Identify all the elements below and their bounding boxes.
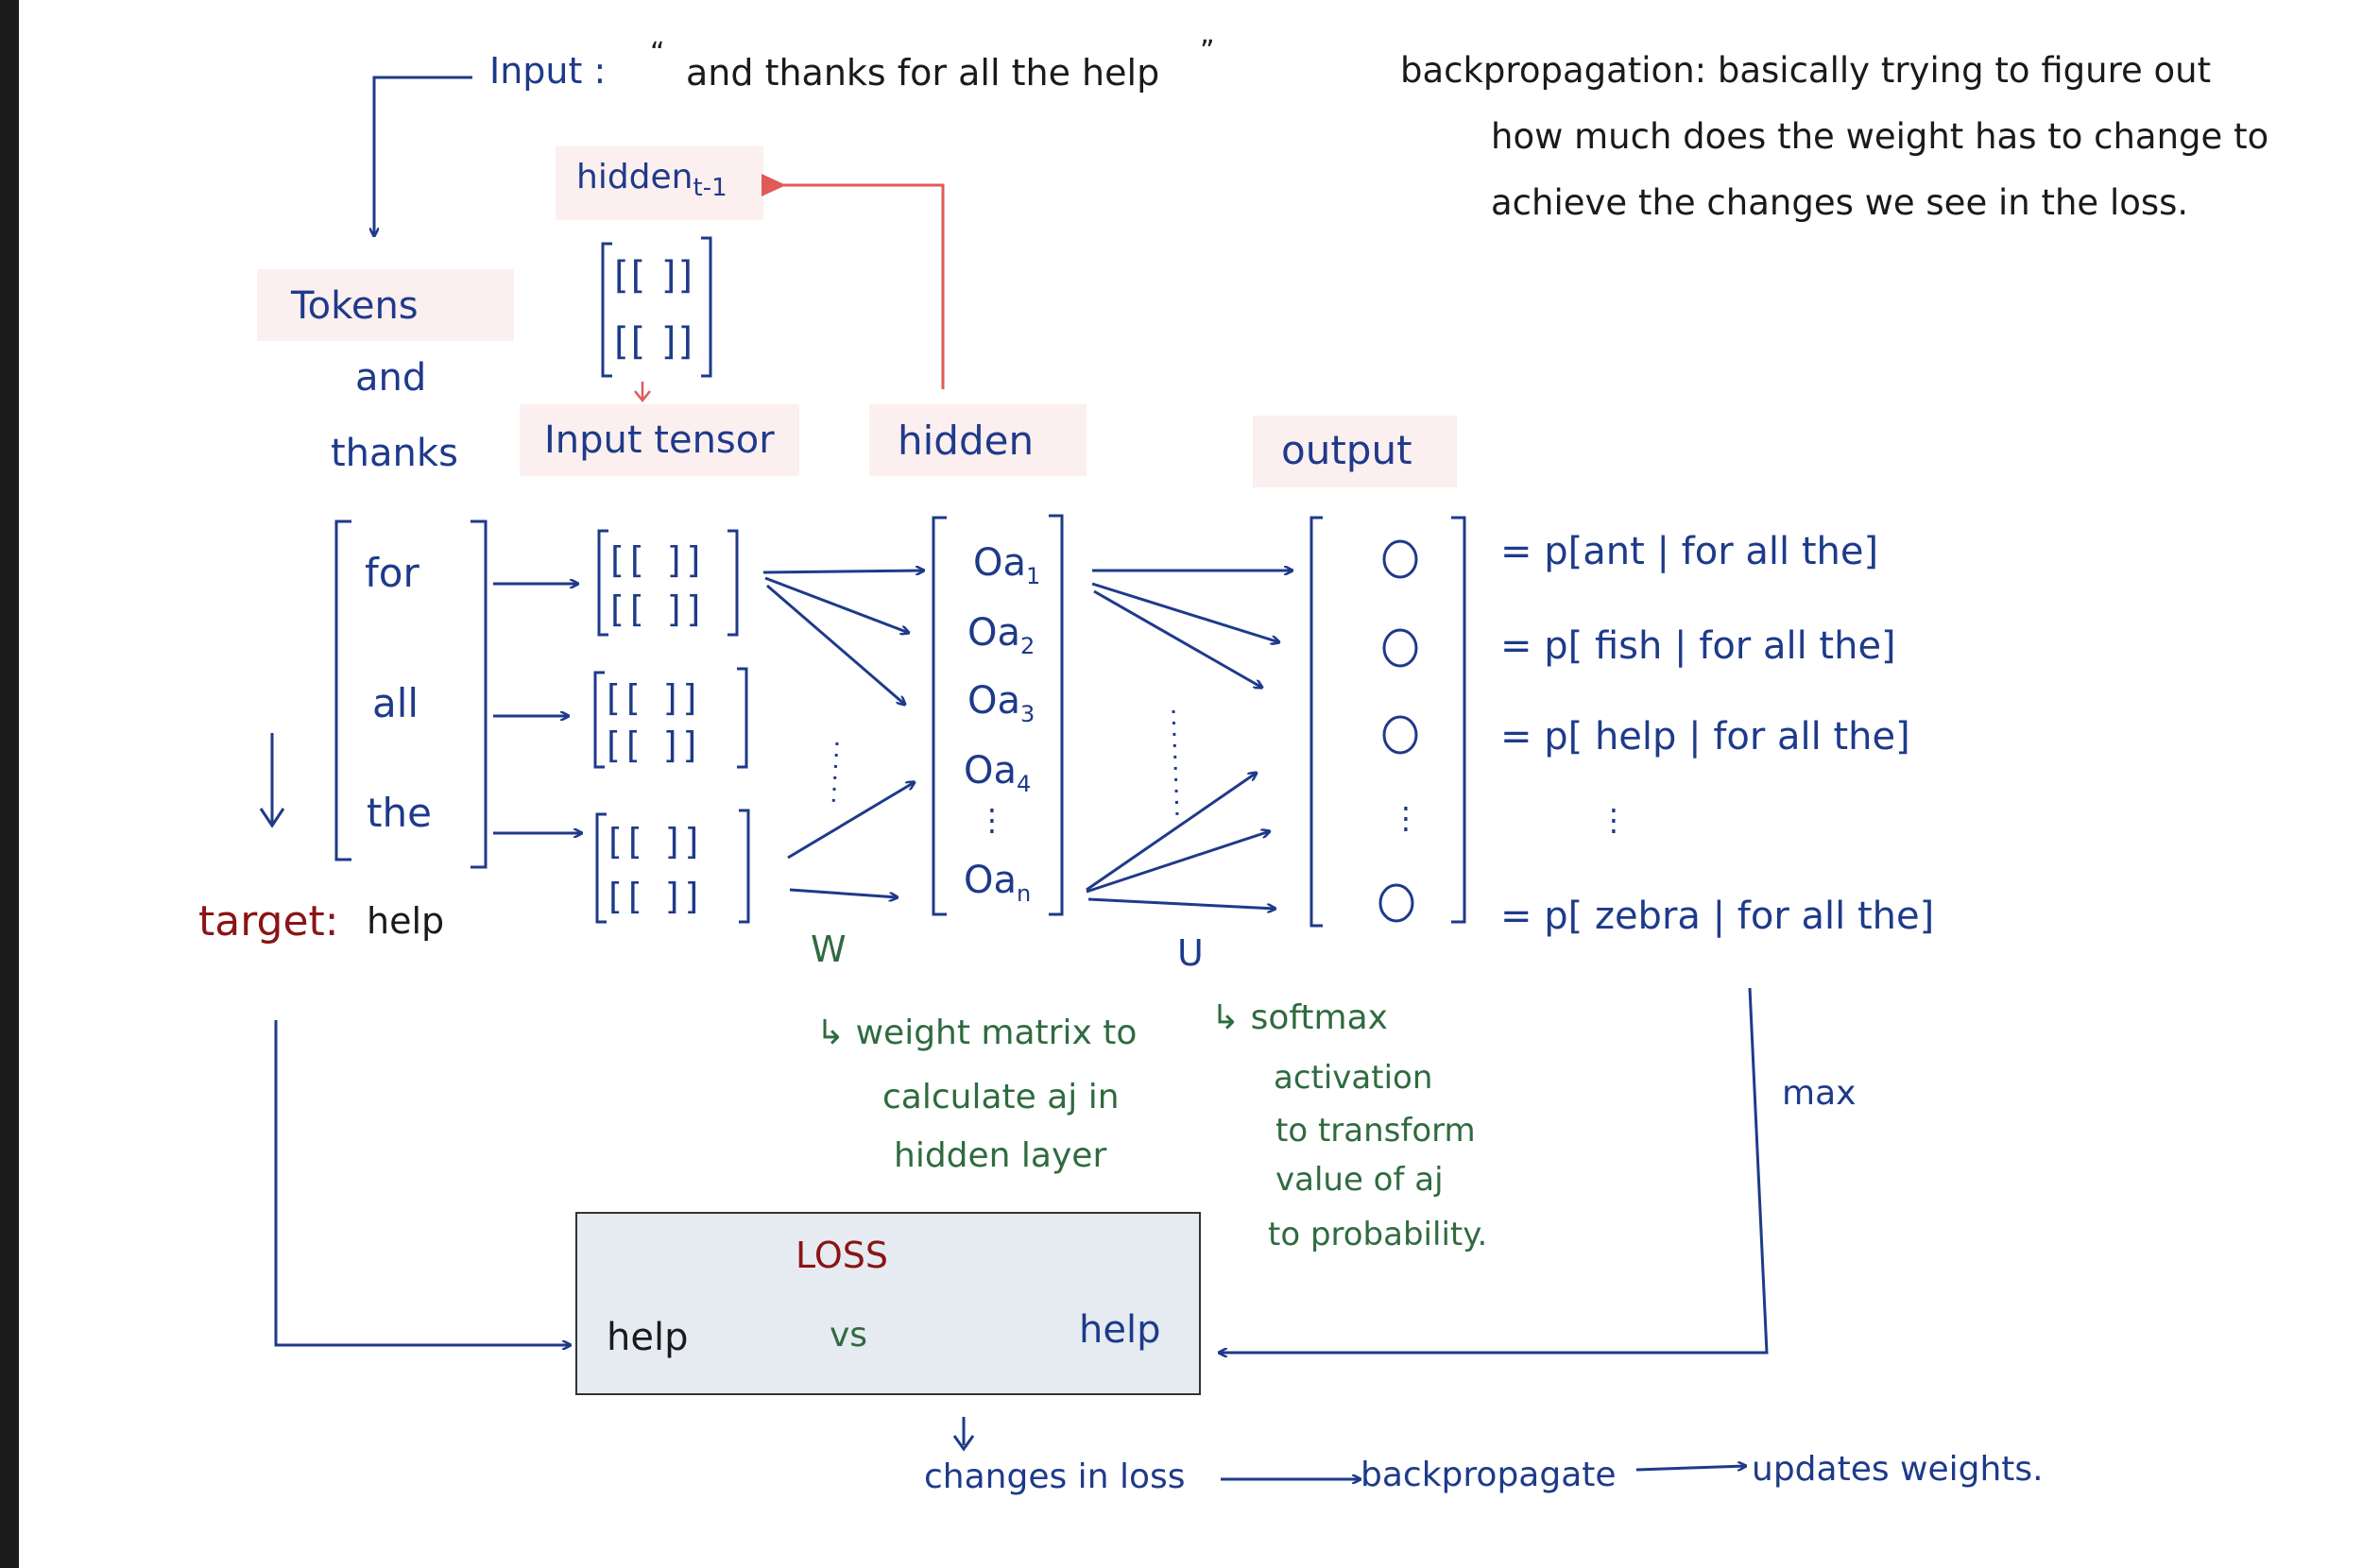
loss-down-arrow	[952, 1417, 975, 1452]
hidden-unit-a3: Oa3	[967, 679, 1035, 727]
token-all: all	[372, 680, 419, 726]
loss-right: help	[1079, 1308, 1161, 1352]
w-label: W	[811, 929, 847, 970]
input-tensor-header: Input tensor	[544, 418, 775, 462]
tensor-all-row-1: [[ ]]	[607, 677, 703, 719]
token-window-bracket	[334, 520, 488, 869]
max-to-loss-arrow	[1219, 987, 1769, 1353]
input-quote-close: ”	[1200, 35, 1215, 68]
hidden-header: hidden	[898, 418, 1035, 464]
tensor-for-row-1: [[ ]]	[610, 539, 707, 581]
hidden-prev-matrix	[601, 236, 712, 378]
output-vdots: ⋮	[1391, 800, 1421, 836]
tensor-for-row-2: [[ ]]	[610, 588, 707, 630]
u-note-line-3: to transform	[1275, 1112, 1476, 1150]
tensor-brackets	[593, 529, 750, 924]
w-arrows	[762, 571, 924, 897]
hidden-unit-an: Oan	[964, 859, 1032, 907]
max-label: max	[1782, 1074, 1857, 1113]
changes-in-loss: changes in loss	[924, 1457, 1186, 1496]
tensor-the-row-2: [[ ]]	[608, 876, 705, 917]
loss-title: LOSS	[796, 1235, 888, 1276]
hidden-highlight	[869, 404, 1087, 476]
input-sentence: and thanks for all the help	[686, 52, 1160, 94]
note-line-2: how much does the weight has to change t…	[1491, 116, 2269, 157]
note-line-1: backpropagation: basically trying to fig…	[1400, 50, 2212, 91]
hidden-prev-header: hiddent-1	[576, 158, 727, 203]
token-and: and	[355, 356, 427, 400]
target-label: target:	[198, 897, 339, 946]
hidden-layer-bracket	[932, 514, 1064, 916]
hidden-prev-row-2: [[ ]]	[614, 320, 695, 364]
loss-vs: vs	[830, 1316, 868, 1355]
u-arrows	[1086, 571, 1292, 909]
u-note-line-4: value of aj	[1275, 1161, 1444, 1199]
hidden-prev-row-1: [[ ]]	[614, 254, 695, 298]
tokens-header: Tokens	[291, 284, 419, 328]
diagram-canvas: Input : “ and thanks for all the help ” …	[19, 0, 2379, 1568]
input-quote-open: “	[650, 37, 665, 70]
flow-arrow-2	[1635, 1466, 1746, 1472]
output-highlight	[1253, 416, 1457, 487]
w-note-line-3: hidden layer	[894, 1136, 1107, 1175]
token-to-tensor-arrows	[493, 584, 582, 833]
input-label: Input :	[489, 50, 607, 92]
tokens-highlight	[257, 269, 514, 341]
u-note-line-2: activation	[1274, 1059, 1433, 1097]
w-dots	[831, 741, 839, 806]
token-down-arrow	[259, 733, 285, 828]
output-neurons	[1378, 539, 1418, 923]
note-line-3: achieve the changes we see in the loss.	[1491, 182, 2189, 223]
output-prob-ant: = p[ant | for all the]	[1500, 530, 1879, 573]
tensor-the-row-1: [[ ]]	[608, 821, 705, 862]
output-layer-bracket	[1309, 516, 1466, 928]
loss-box	[575, 1212, 1201, 1395]
hidden-unit-a2: Oa2	[967, 611, 1035, 659]
u-note-line-5: to probability.	[1268, 1216, 1488, 1253]
input-tensor-highlight	[520, 404, 799, 476]
output-header: output	[1281, 427, 1412, 473]
recurrence-arrow	[762, 174, 945, 389]
input-to-tokens-arrow	[374, 76, 472, 236]
u-label: U	[1177, 932, 1204, 974]
u-note-line-1: ↳ softmax	[1211, 998, 1388, 1037]
u-dots	[1172, 709, 1179, 817]
token-for: for	[365, 550, 419, 596]
output-prob-vdots: ⋮	[1599, 802, 1629, 838]
output-prob-fish: = p[ fish | for all the]	[1500, 624, 1896, 668]
output-prob-help: = p[ help | for all the]	[1500, 715, 1910, 758]
diagram-lines	[259, 76, 1769, 1568]
token-thanks: thanks	[331, 432, 458, 475]
w-note-line-1: ↳ weight matrix to	[816, 1014, 1138, 1052]
output-prob-zebra: = p[ zebra | for all the]	[1500, 895, 1935, 938]
hidden-vdots: ⋮	[977, 802, 1007, 838]
backpropagate-label: backpropagate	[1361, 1456, 1617, 1494]
hidden-unit-a1: Oa1	[973, 541, 1041, 589]
target-to-loss-arrow	[274, 1020, 571, 1345]
target-value: help	[367, 900, 445, 942]
hidden-unit-a4: Oa4	[964, 749, 1032, 797]
updates-weights-label: updates weights.	[1752, 1450, 2044, 1489]
tensor-all-row-2: [[ ]]	[607, 724, 703, 766]
hidden-prev-highlight	[556, 146, 763, 220]
loss-left: help	[607, 1316, 689, 1359]
small-red-arrow	[634, 382, 651, 403]
w-note-line-2: calculate aj in	[882, 1078, 1120, 1116]
token-the: the	[367, 790, 432, 836]
